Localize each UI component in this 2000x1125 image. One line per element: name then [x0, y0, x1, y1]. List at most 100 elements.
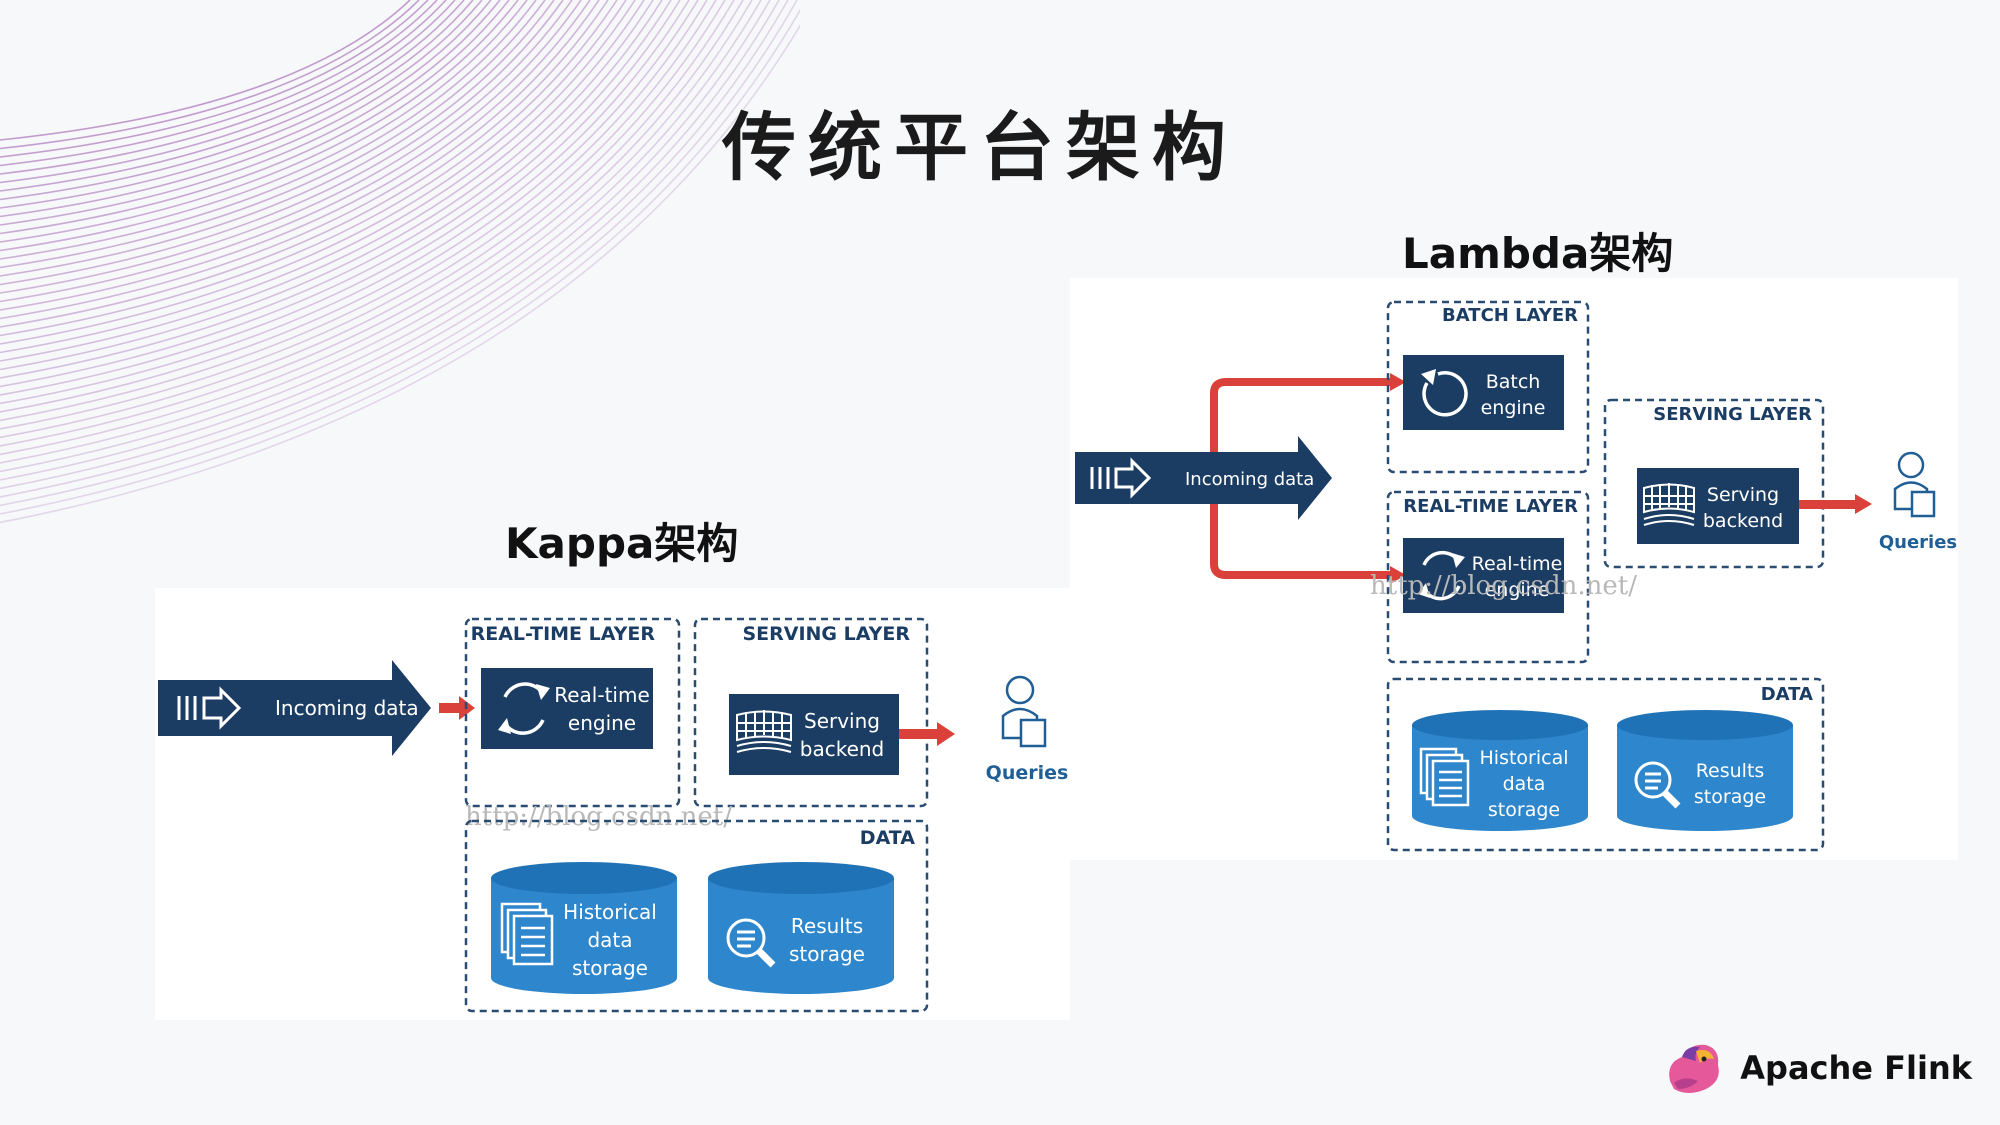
batch-layer-box [1386, 300, 1590, 474]
queries-label: Queries [1879, 532, 1957, 553]
magnifier-icon [726, 918, 776, 968]
swirl-line [0, 0, 456, 184]
flow-arrow-split [1210, 378, 1392, 579]
grid-icon [1643, 483, 1695, 526]
decorative-swirl [0, 0, 800, 524]
realtime-engine-label-1: Real-time [1472, 553, 1563, 575]
swirl-line [0, 0, 762, 473]
swirl-line [0, 0, 663, 379]
swirl-line [0, 0, 537, 260]
flow-arrowhead-batch [1390, 373, 1406, 391]
swirl-line [0, 24, 800, 524]
serving-backend-block: Serving backend [729, 694, 899, 775]
cycle-icon [1421, 369, 1468, 417]
incoming-data-label: Incoming data [1185, 469, 1314, 490]
flow-arrowhead-realtime [1390, 566, 1406, 584]
realtime-engine-label-1: Real-time [554, 683, 650, 707]
results-label-1: Results [791, 914, 863, 938]
data-box [464, 819, 929, 1013]
swirl-line [0, 0, 627, 345]
swirl-line [0, 0, 690, 405]
historical-label-2: data [587, 928, 632, 952]
historical-storage-cylinder: Historical data storage [491, 862, 677, 994]
swirl-line [0, 0, 582, 303]
swirl-line [0, 0, 753, 464]
kappa-heading: Kappa架构 [505, 519, 739, 568]
realtime-engine-block: Real-time engine [1403, 538, 1564, 613]
results-label-2: storage [789, 942, 865, 966]
swirl-line [0, 0, 717, 430]
swirl-line [0, 0, 735, 447]
documents-icon [500, 902, 554, 966]
swirl-line [0, 0, 726, 439]
swirl-line [0, 0, 555, 277]
swirl-line [0, 0, 483, 209]
incoming-data-arrow: Incoming data [158, 660, 431, 756]
stream-icon [1090, 457, 1152, 499]
serving-backend-label-1: Serving [804, 709, 880, 733]
magnifier-icon [1634, 761, 1681, 809]
swirl-line [0, 0, 780, 490]
swirl-line [0, 0, 420, 150]
batch-engine-label-2: engine [1481, 397, 1546, 419]
swirl-line [0, 0, 492, 218]
realtime-layer-box [464, 617, 681, 808]
serving-layer-box [1603, 398, 1825, 569]
swirl-line [0, 0, 708, 422]
swirl-line [0, 0, 645, 362]
swirl-line [0, 0, 600, 320]
brand-name: Apache Flink [1740, 1049, 1972, 1087]
historical-label-3: storage [1488, 799, 1560, 821]
historical-label-2: data [1503, 773, 1546, 795]
results-storage-cylinder: Results storage [708, 862, 894, 994]
data-label: DATA [1761, 684, 1813, 705]
realtime-layer-box [1386, 490, 1590, 664]
swirl-line [0, 8, 800, 515]
serving-layer-box [693, 617, 929, 808]
swirl-line [0, 0, 573, 294]
realtime-layer-label: REAL-TIME LAYER [1403, 496, 1578, 517]
realtime-engine-label-2: engine [568, 711, 636, 735]
swirl-line [0, 0, 447, 175]
grid-icon [736, 710, 792, 753]
page-title: 传统平台架构 [722, 105, 1238, 191]
swirl-line [0, 0, 519, 243]
serving-backend-block: Serving backend [1637, 468, 1799, 544]
historical-label-1: Historical [563, 900, 657, 924]
results-label-2: storage [1694, 786, 1766, 808]
incoming-data-arrow: Incoming data [1075, 436, 1332, 520]
swirl-line [0, 0, 411, 141]
batch-engine-block: Batch engine [1403, 355, 1564, 430]
serving-backend-label-1: Serving [1707, 484, 1779, 506]
swirl-line [0, 0, 510, 235]
serving-layer-label: SERVING LAYER [1653, 404, 1812, 425]
historical-label-3: storage [572, 956, 648, 980]
refresh-icon [1418, 550, 1465, 601]
refresh-icon [498, 682, 550, 735]
watermark: http://blog.csdn.net/ [465, 802, 732, 832]
flow-arrow-out [899, 722, 955, 746]
swirl-line [0, 0, 438, 167]
swirl-line [0, 0, 591, 311]
swirl-line [0, 0, 609, 328]
swirl-line [0, 0, 429, 158]
lambda-diagram: Incoming data BATCH LAYER Batch engine R… [1070, 278, 1958, 860]
results-storage-cylinder: Results storage [1617, 710, 1793, 831]
swirl-line [0, 0, 654, 371]
swirl-line [0, 0, 564, 286]
swirl-line [0, 0, 672, 388]
historical-storage-cylinder: Historical data storage [1412, 710, 1588, 831]
brand: Apache Flink [1660, 1033, 1972, 1103]
serving-layer-label: SERVING LAYER [742, 623, 910, 645]
documents-icon [1419, 747, 1470, 807]
swirl-line [0, 0, 789, 498]
kappa-diagram: Incoming data REAL-TIME LAYER Real-time … [155, 588, 1070, 1020]
historical-label-1: Historical [1480, 747, 1569, 769]
realtime-layer-label: REAL-TIME LAYER [471, 623, 656, 645]
results-label-1: Results [1696, 760, 1765, 782]
watermark: http://blog.csdn.net/ [1370, 571, 1637, 601]
serving-backend-label-2: backend [800, 737, 885, 761]
queries-user-icon [1893, 451, 1936, 518]
swirl-line [0, 0, 798, 507]
batch-layer-label: BATCH LAYER [1442, 305, 1578, 326]
